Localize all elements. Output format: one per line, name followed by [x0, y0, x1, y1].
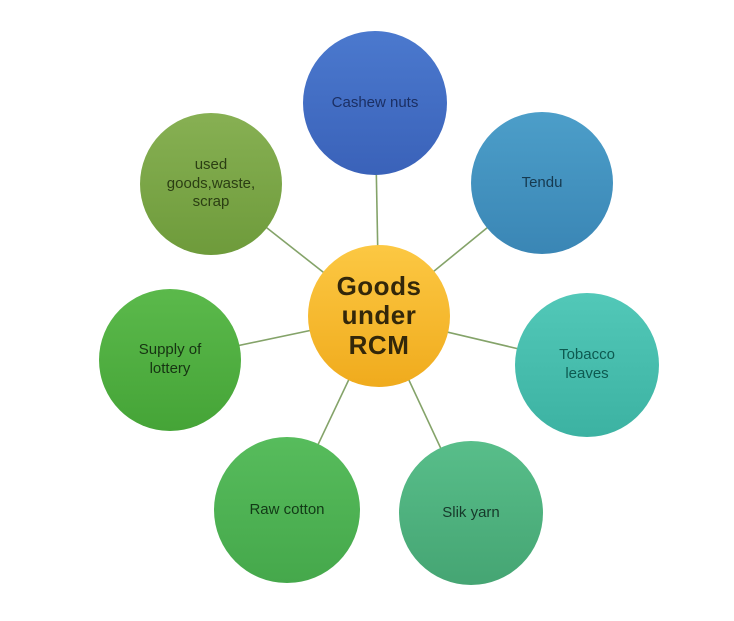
node-tobacco-leaves: Tobacco leaves: [515, 293, 659, 437]
node-label-raw-cotton: Raw cotton: [249, 500, 325, 518]
node-cashew-nuts: Cashew nuts: [303, 31, 447, 175]
node-label-tendu: Tendu: [521, 173, 563, 191]
node-raw-cotton: Raw cotton: [214, 437, 360, 583]
node-label-cashew-nuts: Cashew nuts: [331, 93, 419, 111]
node-slik-yarn: Slik yarn: [399, 441, 543, 585]
node-goods-under-rcm: Goods under RCM: [308, 245, 450, 387]
node-used-goods-waste-scrap: used goods,waste, scrap: [140, 113, 282, 255]
node-label-tobacco-leaves: Tobacco leaves: [559, 346, 615, 382]
center-node-label: Goods under RCM: [336, 271, 422, 360]
node-tendu: Tendu: [471, 112, 613, 254]
node-supply-of-lottery: Supply of lottery: [99, 289, 241, 431]
node-label-used-goods-waste-scrap: used goods,waste, scrap: [166, 155, 256, 211]
node-label-slik-yarn: Slik yarn: [442, 503, 500, 521]
node-label-supply-of-lottery: Supply of lottery: [138, 341, 202, 377]
